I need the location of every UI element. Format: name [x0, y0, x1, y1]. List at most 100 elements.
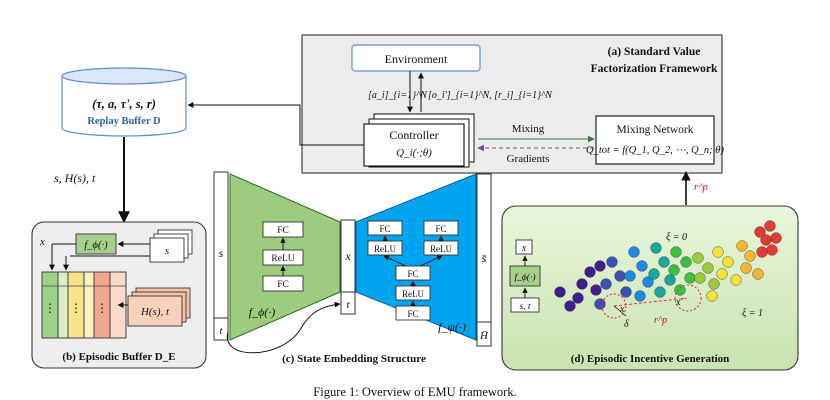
embedding-point-42 [760, 234, 772, 246]
gradients-arrow-label: Gradients [507, 153, 550, 165]
mixing-network-label: Mixing Network [617, 124, 694, 136]
se-h-bar-label: H̄ [479, 330, 489, 342]
ig-x-point: x [619, 304, 625, 315]
embedding-point-17 [650, 242, 662, 254]
figure-caption: Figure 1: Overview of EMU framework. [313, 385, 516, 399]
dec-relu-left: ReLU [374, 244, 396, 254]
decoder-trapezoid [355, 173, 477, 341]
embedding-point-44 [766, 244, 778, 256]
embedding-point-43 [770, 232, 782, 244]
dec-relu-1: ReLU [402, 289, 424, 299]
ig-rp: r^p [654, 315, 667, 326]
embedding-point-12 [628, 246, 640, 258]
enc-fc-top: FC [277, 226, 289, 236]
action-label: [a_i]_{i=1}^N [368, 90, 428, 101]
se-h-bar-output [476, 321, 492, 347]
eb-hst-box [127, 295, 183, 327]
embedding-point-31 [712, 246, 724, 258]
embedding-point-6 [564, 300, 576, 312]
embedding-point-2 [576, 278, 588, 290]
embedding-point-34 [730, 274, 742, 286]
eb-dots-1: ⋮ [44, 301, 56, 315]
episodic-buffer-panel: x f_ϕ(·) s ⋮ ⋮ ⋮ H(s), t (b) Episodic Bu… [31, 221, 207, 369]
environment-label: Environment [385, 52, 448, 66]
incentive-panel: r^p x f_ϕ(·) s, t x x' δ r^p ξ = 0 ξ = 1… [501, 171, 799, 371]
embedding-point-11 [594, 298, 606, 310]
embedding-point-40 [754, 226, 766, 238]
mixing-arrow-label: Mixing [512, 123, 545, 135]
se-t-latent [340, 291, 356, 315]
embedding-point-20 [664, 274, 676, 286]
embedding-point-13 [636, 260, 648, 272]
embedding-point-1 [594, 260, 606, 272]
controller-box [363, 123, 465, 167]
embedding-point-21 [654, 286, 666, 298]
replay-tuple: (τ, a, τ', s, r) [92, 97, 156, 111]
state-embedding-panel: s t FC ReLU FC f_ϕ(·) x t FC ReLU FC ReL… [213, 171, 492, 365]
embedding-point-35 [706, 290, 718, 302]
ig-x-label: x [521, 243, 527, 254]
ig-f-label: f_ϕ(·) [514, 272, 535, 283]
framework-title-1: (a) Standard Value [608, 46, 701, 58]
incentive-background [501, 205, 799, 371]
embedding-point-30 [708, 278, 720, 290]
embedding-point-45 [756, 246, 768, 258]
embedding-point-39 [752, 268, 764, 280]
se-t-input [213, 317, 229, 341]
embedding-point-5 [554, 286, 566, 298]
embedding-point-10 [620, 286, 632, 298]
se-t-label: t [219, 325, 223, 337]
se-s-bar-label: s̄ [482, 251, 487, 265]
ig-caption: (d) Episodic Incentive Generation [571, 353, 730, 365]
embedding-point-28 [702, 262, 714, 274]
rp-top-label: r^p [694, 182, 708, 193]
replay-name: Replay Buffer D [87, 116, 161, 127]
x-neighborhood [601, 293, 627, 319]
embedding-point-7 [606, 256, 618, 268]
t-skip-arrow [226, 301, 341, 354]
embedding-point-14 [624, 270, 636, 282]
embedding-point-0 [584, 266, 596, 278]
dec-fc-1: FC [407, 309, 418, 319]
embedding-point-4 [572, 292, 584, 304]
embedding-point-37 [744, 250, 756, 262]
embedding-point-36 [736, 240, 748, 252]
controller-q: Q_i(·;θ) [396, 147, 432, 159]
eb-s-label: s [165, 245, 169, 257]
embedding-point-16 [634, 290, 646, 302]
enc-fc-bottom: FC [277, 280, 289, 290]
embedding-point-26 [674, 284, 686, 296]
eb-hst-label: H(s), t [140, 306, 170, 318]
x-prime-neighborhood [674, 284, 702, 312]
dec-fc-2: FC [407, 269, 418, 279]
ig-x-prime: x' [675, 297, 683, 308]
embedding-point-41 [764, 220, 776, 232]
se-s-label: s [219, 246, 224, 260]
framework-title-2: Factorization Framework [591, 63, 718, 75]
ig-xi0: ξ = 0 [666, 232, 687, 243]
mixing-equation: Q_tot = f(Q_1, Q_2, ⋯, Q_n; θ) [586, 145, 724, 156]
embedding-point-27 [692, 252, 704, 264]
embedding-point-24 [668, 264, 680, 276]
embedding-point-3 [590, 284, 602, 296]
eb-x-label: x [39, 236, 45, 248]
embedding-point-9 [600, 278, 612, 290]
embedding-point-33 [716, 268, 728, 280]
obs-label: [o_i']_{i=1}^N, [r_i]_{i=1}^N [428, 90, 553, 101]
controller-to-replay-arrow [187, 102, 364, 146]
controller-label: Controller [389, 128, 438, 142]
enc-relu: ReLU [271, 254, 294, 264]
se-s-input [213, 171, 229, 319]
embedding-point-22 [670, 246, 682, 258]
dec-f-psi: f_ψ(·) [438, 320, 466, 334]
eb-dots-3: ⋮ [96, 301, 108, 315]
ig-xi1: ξ = 1 [742, 308, 763, 319]
se-caption: (c) State Embedding Structure [282, 353, 426, 365]
link-label: s, H(s), t [54, 171, 96, 185]
eb-f-label: f_ϕ(·) [84, 240, 108, 251]
se-t-latent-label: t [346, 299, 350, 311]
dec-relu-right: ReLU [430, 244, 452, 254]
embedding-point-32 [722, 256, 734, 268]
eb-dots-2: ⋮ [70, 301, 82, 315]
replay-buffer: (τ, a, τ', s, r) Replay Buffer D [61, 67, 187, 137]
